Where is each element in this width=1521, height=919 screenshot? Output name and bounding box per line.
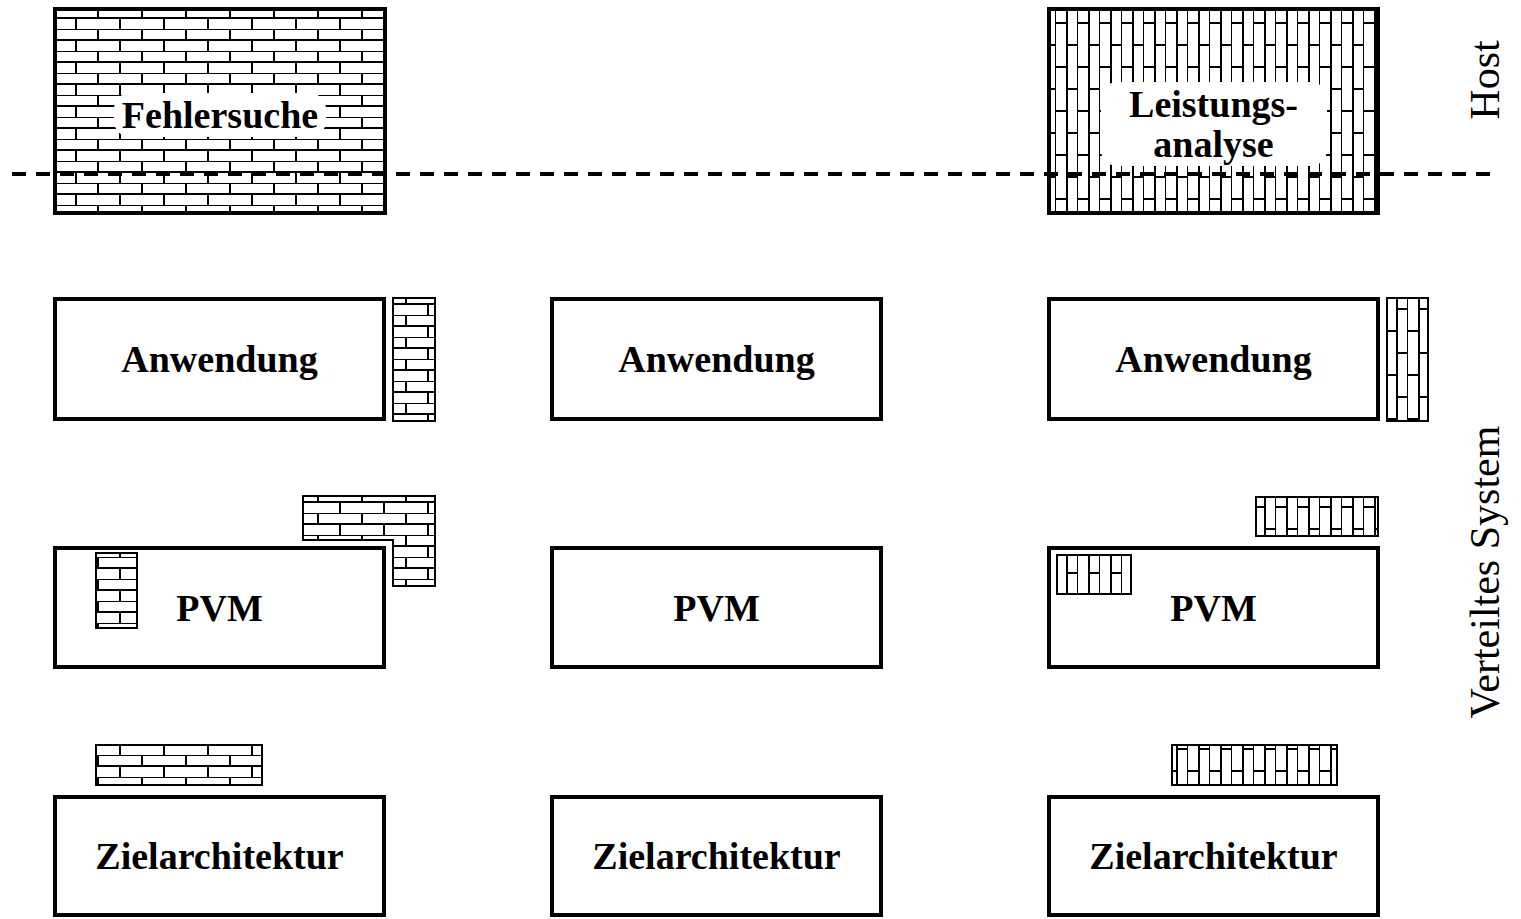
layer-box: PVM (1047, 546, 1380, 669)
layer-box: PVM (550, 546, 883, 669)
layer-box: Anwendung (550, 297, 883, 421)
tool-label: Fehlersuche (114, 93, 326, 137)
region-label: Verteiltes System (1461, 426, 1509, 719)
layer-label: Anwendung (618, 339, 814, 379)
layer-box: Anwendung (1047, 297, 1380, 421)
layer-label: PVM (673, 588, 760, 628)
region-label: Host (1461, 40, 1509, 119)
layer-label: PVM (176, 588, 263, 628)
tool-box: Leistungs- analyse (1047, 7, 1380, 215)
layer-label: Zielarchitektur (1089, 836, 1337, 876)
layer-label: Zielarchitektur (592, 836, 840, 876)
layer-label: Anwendung (121, 339, 317, 379)
layer-box: PVM (53, 546, 386, 669)
tool-box: Fehlersuche (53, 7, 387, 215)
layer-box: Zielarchitektur (1047, 795, 1380, 917)
layer-box: Anwendung (53, 297, 386, 421)
layer-label: Anwendung (1115, 339, 1311, 379)
layer-label: Zielarchitektur (95, 836, 343, 876)
layer-box: Zielarchitektur (53, 795, 386, 917)
tool-label: Leistungs- analyse (1101, 82, 1327, 166)
layer-label: PVM (1170, 588, 1257, 628)
layer-box: Zielarchitektur (550, 795, 883, 917)
